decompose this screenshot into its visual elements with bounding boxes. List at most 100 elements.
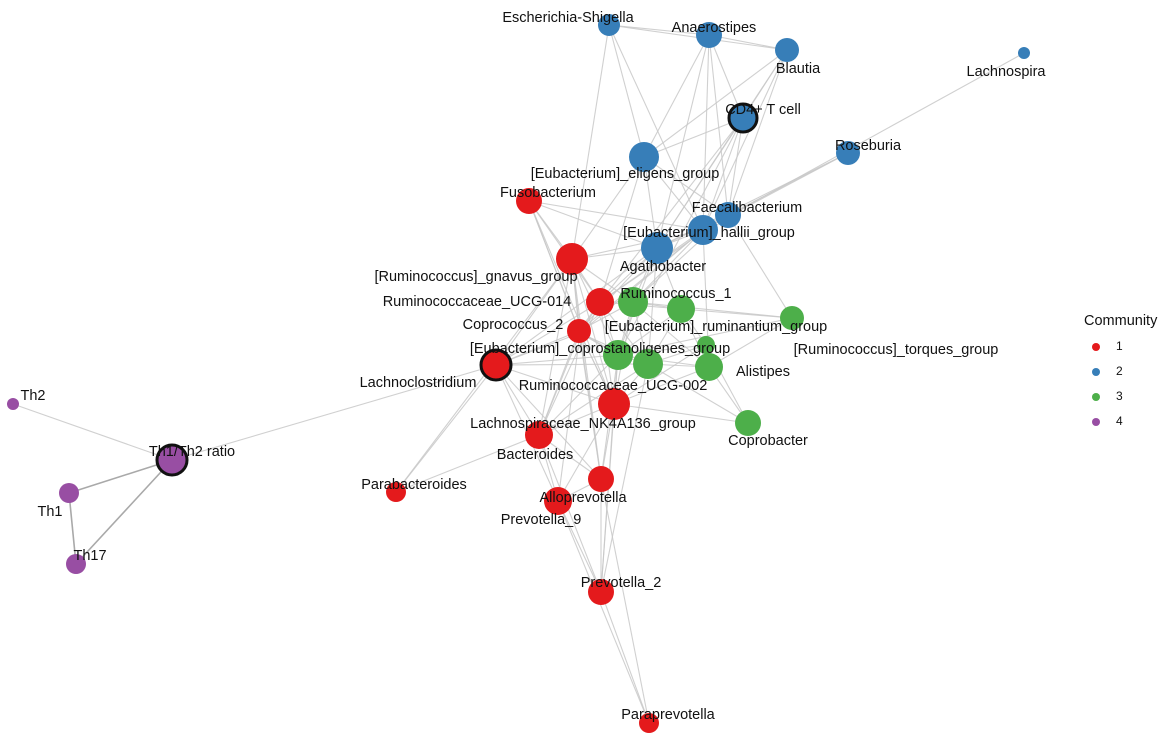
edge-eligens-hallii: [643, 156, 704, 231]
edge-escherichia-hallii: [608, 24, 704, 231]
edge-gnavus-nk4a136: [571, 258, 615, 405]
edge-coprostan-bacteroides: [538, 354, 619, 436]
legend-label-4: 4: [1116, 414, 1123, 428]
node-blautia: [775, 38, 799, 62]
node-label-agatho: Agathobacter: [620, 259, 706, 275]
edge-ucg002-bacteroides: [538, 363, 649, 436]
edge-gnavus-bacteroides: [538, 258, 573, 436]
node-gnavus: [556, 243, 588, 275]
node-label-ruminant: [Eubacterium]_ruminantium_group: [605, 319, 827, 335]
edge-coprostan_hub-prev9: [557, 332, 581, 502]
node-agatho: [641, 232, 673, 264]
node-green_extra: [697, 336, 715, 354]
node-rumino1: [618, 287, 648, 317]
node-layer: [7, 14, 1030, 733]
node-label-alistipes: Alistipes: [736, 364, 790, 380]
edge-coprostan-alistipes: [617, 354, 710, 368]
edge-rumino1-alistipes: [632, 301, 710, 368]
edge-hallii-gnavus: [571, 229, 704, 260]
edge-layer: [12, 24, 1025, 724]
edge-cd4-eligens: [643, 117, 744, 158]
node-th2: [7, 398, 19, 410]
edge-prev9-paraprev: [557, 500, 650, 724]
edge-escherichia-eligens: [608, 24, 645, 158]
node-alistipes: [695, 353, 723, 381]
node-coprostan_hub: [574, 327, 586, 339]
node-label-blautia: Blautia: [776, 61, 821, 77]
node-roseburia: [836, 141, 860, 165]
node-label-parabact: Parabacteroides: [361, 477, 467, 493]
node-faecali: [715, 202, 741, 228]
node-paraprev: [639, 713, 659, 733]
edge-ucg014-bacteroides: [538, 301, 601, 436]
edge-prev2-paraprev: [600, 591, 650, 724]
edge-allopre-paraprev: [600, 478, 650, 724]
node-label-prev2: Prevotella_2: [581, 575, 662, 591]
node-coprostan: [603, 340, 633, 370]
node-label-allopre: Alloprevotella: [539, 490, 627, 506]
node-label-prev9: Prevotella_9: [501, 512, 582, 528]
node-torques: [780, 306, 804, 330]
node-label-th2: Th2: [21, 388, 46, 404]
edge-ucg002-coprobacter: [647, 363, 749, 424]
node-label-roseburia: Roseburia: [835, 138, 902, 154]
edge-bacteroides-prev2: [538, 434, 602, 593]
edge-anaerostipes-eligens: [643, 34, 710, 158]
edge-cd4-faecali: [727, 117, 744, 216]
node-label-ucg014: Ruminococcaceae_UCG-014: [383, 294, 572, 310]
node-cd4: [727, 102, 759, 134]
node-label-lachnoclost: Lachnoclostridium: [360, 375, 477, 391]
edge-bacteroides-parabact: [395, 434, 540, 493]
edge-blautia-faecali: [727, 49, 788, 216]
edge-cd4-agatho: [656, 117, 744, 249]
node-label-paraprev: Paraprevotella: [621, 707, 715, 723]
legend-label-3: 3: [1116, 389, 1123, 403]
node-label-nk4a136: Lachnospiraceae_NK4A136_group: [470, 416, 696, 432]
edge-anaerostipes-blautia: [708, 34, 788, 51]
edge-hallii-rumino1: [632, 229, 704, 303]
node-hallii: [688, 215, 718, 245]
edge-escherichia-anaerostipes: [608, 24, 710, 36]
node-allopre: [588, 466, 614, 492]
legend-swatch-1: [1092, 343, 1100, 351]
edge-prev9-prev2: [557, 500, 602, 593]
edge-agatho-fuso: [528, 200, 658, 249]
edge-ucg002-prev2: [600, 363, 649, 593]
edge-torques-alistipes: [708, 317, 793, 368]
edge-eligens-gnavus: [571, 156, 645, 260]
edge-alistipes-nk4a136: [613, 366, 710, 405]
node-label-th1: Th1: [38, 504, 63, 520]
node-bacteroides: [525, 421, 553, 449]
node-label-bacteroides: Bacteroides: [497, 447, 574, 463]
node-label-rumino1: Ruminococcus_1: [620, 286, 731, 302]
legend-title: Community: [1084, 313, 1158, 329]
edge-fuso-nk4a136: [528, 200, 615, 405]
node-parabact: [386, 482, 406, 502]
node-prev2: [588, 579, 614, 605]
edge-lachnoclost-ratio: [171, 364, 497, 461]
edge-coprostan_hub-bacteroides: [538, 332, 581, 436]
node-label-th17: Th17: [73, 548, 106, 564]
node-lachnospira: [1018, 47, 1030, 59]
legend-label-1: 1: [1116, 339, 1123, 353]
node-label-fuso: Fusobacterium: [500, 185, 596, 201]
node-label-ratio: Th1/Th2 ratio: [149, 444, 235, 460]
node-th1: [59, 483, 79, 503]
node-coprobacter: [735, 410, 761, 436]
edge-escherichia-gnavus: [571, 24, 610, 260]
node-label-ucg002: Ruminococcaceae_UCG-002: [519, 378, 708, 394]
node-label-eligens: [Eubacterium]_eligens_group: [531, 166, 720, 182]
edge-lachnoclost-parabact: [395, 364, 497, 493]
edge-blautia-eligens: [643, 49, 788, 158]
node-label-escherichia: Escherichia-Shigella: [502, 10, 634, 26]
edge-ratio-th2: [12, 403, 173, 461]
edge-ratio-th1: [68, 459, 173, 494]
edge-nk4a136-prev2: [600, 403, 615, 593]
edge-anaerostipes-faecali: [708, 34, 729, 216]
node-label-hallii: [Eubacterium]_hallii_group: [623, 225, 795, 241]
edge-lachnoclost-coprostan: [495, 354, 619, 366]
